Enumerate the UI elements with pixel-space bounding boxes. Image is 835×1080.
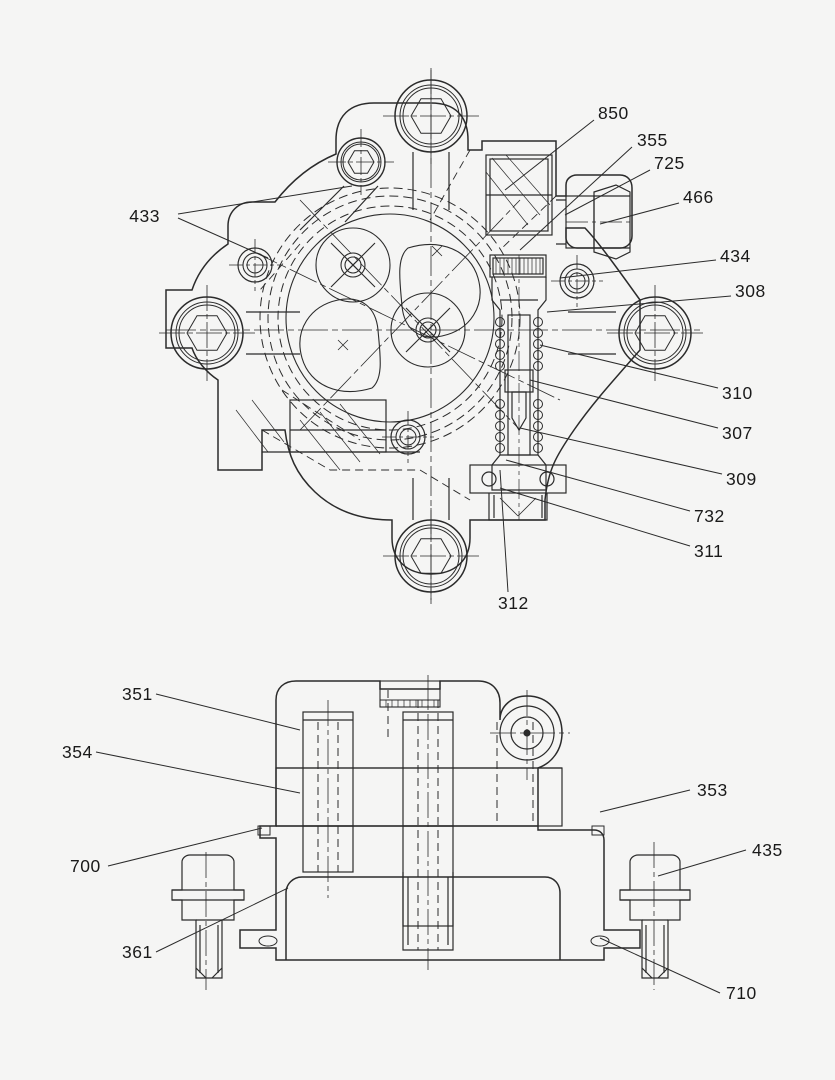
leader-lines-bottom [95, 693, 747, 994]
housing-outline [165, 102, 641, 575]
callout-311: 311 [694, 541, 723, 561]
callout-466: 466 [683, 187, 714, 207]
callout-354: 354 [62, 742, 93, 762]
callout-361: 361 [122, 942, 153, 962]
callout-850: 850 [598, 103, 629, 123]
callout-710: 710 [726, 983, 757, 1003]
callout-307: 307 [722, 423, 753, 443]
rotor-centermarks [337, 245, 443, 351]
callout-433: 433 [129, 206, 160, 226]
hidden-detail [259, 149, 557, 501]
rotor-chamber-solid [285, 213, 495, 423]
callout-312: 312 [498, 593, 529, 613]
callout-labels-top: 433 850 355 725 466 434 308 310 307 309 … [129, 103, 765, 613]
right-round-boss [499, 705, 555, 761]
mounting-bolt-left [171, 854, 245, 979]
top-view-figure: 433 850 355 725 466 434 308 310 307 309 … [129, 67, 765, 613]
callout-310: 310 [722, 383, 753, 403]
callout-353: 353 [697, 780, 728, 800]
callout-700: 700 [70, 856, 101, 876]
spline-block [379, 680, 441, 708]
callout-435: 435 [752, 840, 783, 860]
callout-labels-bottom: 351 354 700 361 353 435 710 [62, 684, 783, 1003]
hex-port-fitting [556, 184, 631, 260]
hidden-bores [317, 690, 534, 950]
leader-lines-top [177, 119, 732, 593]
lower-left-boss [262, 399, 420, 453]
valve-spring [495, 317, 543, 453]
bottom-view-figure: 351 354 700 361 353 435 710 [62, 675, 783, 1003]
callout-434: 434 [720, 246, 751, 266]
callout-309: 309 [726, 469, 757, 489]
callout-355: 355 [637, 130, 668, 150]
callout-351: 351 [122, 684, 153, 704]
mounting-bolt-right [619, 854, 691, 979]
gear-rotor-lobes [299, 227, 481, 392]
notch-details [257, 825, 610, 947]
section-hatching [235, 154, 551, 471]
callout-725: 725 [654, 153, 685, 173]
callout-732: 732 [694, 506, 725, 526]
relief-valve-cartridge [469, 254, 567, 521]
callout-308: 308 [735, 281, 766, 301]
